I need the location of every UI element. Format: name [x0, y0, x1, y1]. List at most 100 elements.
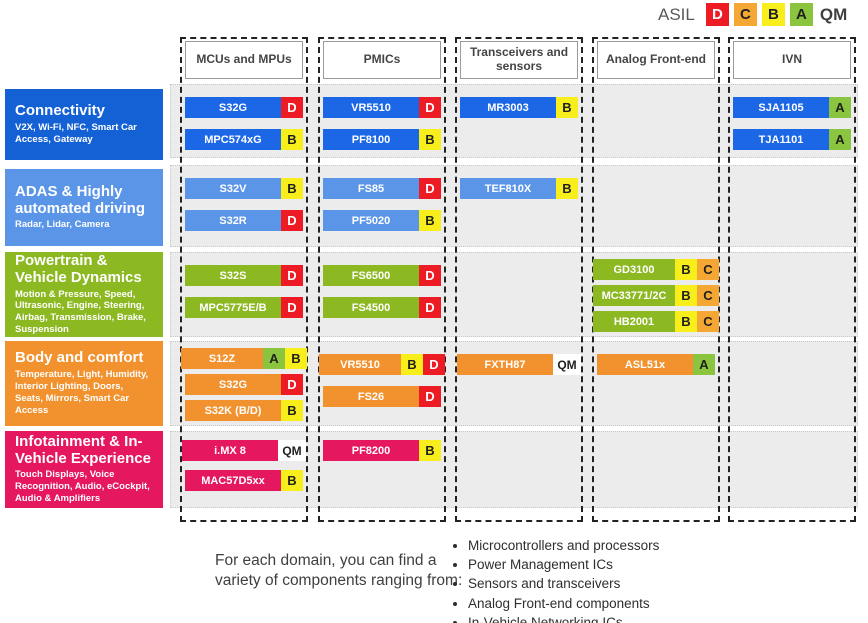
- chip-label: S32S: [185, 265, 281, 286]
- asil-legend-qm: QM: [819, 4, 848, 24]
- asil-badge-b: B: [556, 178, 578, 199]
- domain-subtitle: Motion & Pressure, Speed, Ultrasonic, En…: [15, 288, 146, 336]
- chip-label: PF5020: [323, 210, 419, 231]
- asil-badge-b: B: [419, 210, 441, 231]
- asil-badge-c: C: [697, 259, 719, 280]
- domain-title: Body and comfort: [15, 349, 144, 367]
- chip-label: S32V: [185, 178, 281, 199]
- asil-badge-a: A: [829, 97, 851, 118]
- chip-label: PF8200: [323, 440, 419, 461]
- chip-label: FS85: [323, 178, 419, 199]
- chip-label: MAC57D5xx: [185, 470, 281, 491]
- chip-label: MPC574xG: [185, 129, 281, 150]
- asil-badge-b: B: [285, 348, 307, 369]
- asil-level-d-badge: D: [705, 3, 729, 26]
- chip-label: VR5510: [319, 354, 401, 375]
- asil-badge-c: C: [697, 285, 719, 306]
- domain-title: Connectivity: [15, 102, 106, 120]
- domain-title: Infotainment & In-Vehicle Experience: [15, 432, 151, 467]
- chip-label: S32G: [185, 97, 281, 118]
- column-header-analog: Analog Front-end: [597, 41, 715, 79]
- domain-title: ADAS & Highly automated driving: [15, 182, 146, 217]
- asil-badge-b: B: [675, 259, 697, 280]
- column-header-label: Transceivers and sensors: [469, 45, 569, 73]
- chip-label: FS4500: [323, 297, 419, 318]
- asil-level-c-badge: C: [733, 3, 757, 26]
- domain-subtitle: V2X, Wi-Fi, NFC, Smart Car Access, Gatew…: [15, 122, 137, 145]
- asil-badge-a: A: [829, 129, 851, 150]
- chip-label: S12Z: [181, 348, 263, 369]
- chip-label: SJA1105: [733, 97, 829, 118]
- asil-badge-d: D: [281, 210, 303, 231]
- asil-badge-a: A: [693, 354, 715, 375]
- chip-label: HB2001: [593, 311, 675, 332]
- asil-badge-b: B: [419, 440, 441, 461]
- chip-label: TEF810X: [460, 178, 556, 199]
- asil-badge-b: B: [281, 129, 303, 150]
- chip-label: i.MX 8: [182, 440, 278, 461]
- domain-subtitle: Radar, Lidar, Camera: [15, 219, 110, 231]
- chip-label: FXTH87: [457, 354, 553, 375]
- asil-badge-d: D: [281, 97, 303, 118]
- footer-bullet-item: Analog Front-end components: [468, 596, 659, 612]
- asil-legend-label: ASIL: [658, 4, 695, 24]
- asil-badge-b: B: [281, 400, 303, 421]
- chip-s32k-b-d: S32K (B/D)B: [185, 400, 303, 421]
- domain-subtitle: Touch Displays, Voice Recognition, Audio…: [15, 469, 150, 505]
- chip-label: FS6500: [323, 265, 419, 286]
- column-header-label: MCUs and MPUs: [196, 52, 292, 67]
- chip-label: MPC5775E/B: [185, 297, 281, 318]
- asil-badge-d: D: [419, 97, 441, 118]
- asil-level-b-badge: B: [761, 3, 785, 26]
- footer-bullet-item: Microcontrollers and processors: [468, 538, 659, 554]
- chip-label: ASL51x: [597, 354, 693, 375]
- chip-label: S32K (B/D): [185, 400, 281, 421]
- footer-intro-text: For each domain, you can find a variety …: [215, 552, 463, 590]
- asil-badge-d: D: [281, 297, 303, 318]
- chip-label: S32R: [185, 210, 281, 231]
- asil-badge-b: B: [401, 354, 423, 375]
- footer-bullet-item: Sensors and transceivers: [468, 576, 659, 592]
- chip-label: S32G: [185, 374, 281, 395]
- asil-badge-d: D: [419, 297, 441, 318]
- column-header-label: Analog Front-end: [606, 52, 706, 67]
- category-column-mcus: [180, 37, 308, 522]
- footer-bullet-list: Microcontrollers and processorsPower Man…: [450, 538, 659, 623]
- asil-badge-d: D: [419, 265, 441, 286]
- asil-badge-d: D: [419, 386, 441, 407]
- asil-badge-b: B: [281, 178, 303, 199]
- domain-title: Powertrain & Vehicle Dynamics: [15, 251, 142, 286]
